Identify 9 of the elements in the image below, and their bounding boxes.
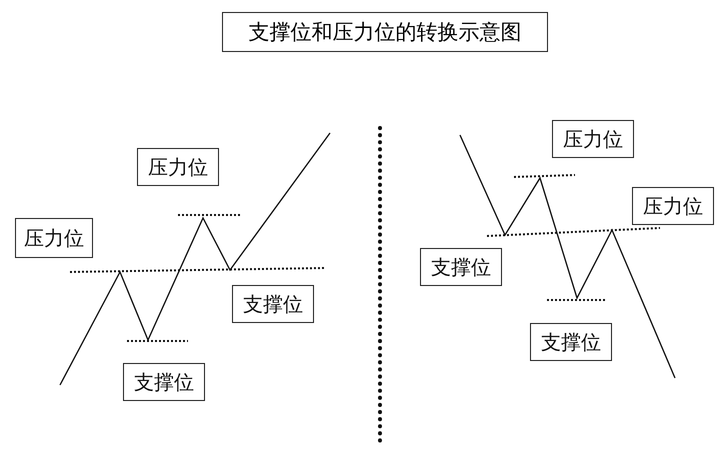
price-level-label: 支撑位	[420, 248, 502, 286]
price-level-label: 压力位	[632, 187, 714, 225]
price-level-label: 支撑位	[232, 285, 314, 323]
price-level-label: 支撑位	[530, 323, 612, 361]
price-level-label: 压力位	[552, 120, 634, 158]
price-level-label: 支撑位	[123, 363, 205, 401]
price-level-label: 压力位	[15, 218, 93, 258]
price-level-label: 压力位	[137, 148, 219, 186]
title-box: 支撑位和压力位的转换示意图	[222, 12, 548, 52]
